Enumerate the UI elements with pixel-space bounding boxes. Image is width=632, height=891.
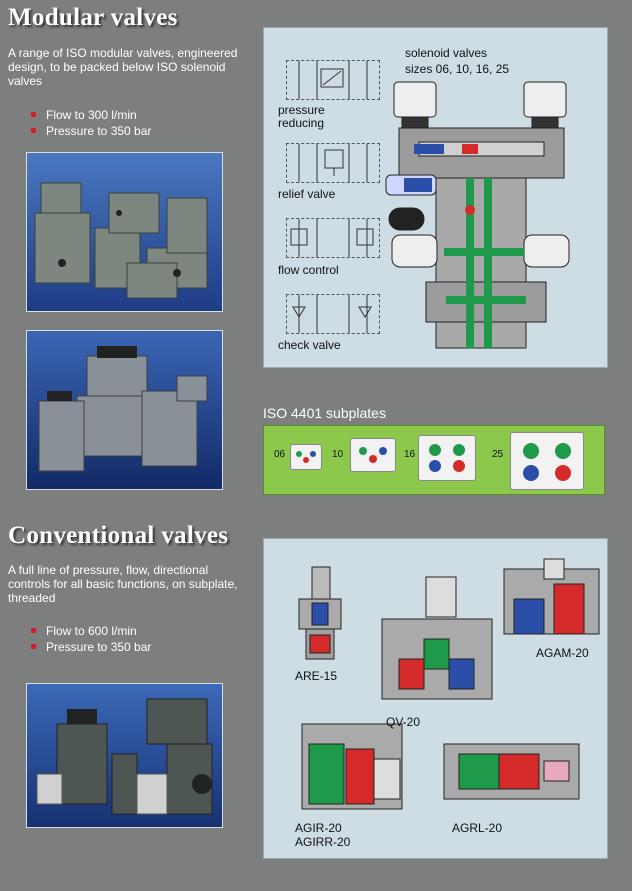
subplate-25: [510, 432, 584, 490]
model-label-qv-20: QV-20: [386, 715, 421, 729]
subplate-size-16: 16: [404, 449, 416, 460]
conventional-bullet-list: Flow to 600 l/min Pressure to 350 bar: [28, 623, 151, 655]
schematic-pressure-reducing: [286, 60, 380, 100]
schematic-label-check-valve: check valve: [278, 338, 341, 352]
modular-stack-cross-section: [374, 80, 599, 360]
solenoid-sizes-label: sizes 06, 10, 16, 25: [405, 62, 510, 76]
modular-bullet-flow: Flow to 300 l/min: [28, 107, 151, 123]
model-label-agir-20: AGIR-20: [295, 821, 342, 835]
conventional-bullet-flow: Flow to 600 l/min: [28, 623, 151, 639]
conventional-bullet-pressure: Pressure to 350 bar: [28, 639, 151, 655]
modular-valves-photo-1: [26, 152, 223, 312]
schematic-label-reducing: reducing: [278, 116, 325, 130]
subplate-10: [350, 438, 396, 472]
subplate-size-25: 25: [492, 449, 504, 460]
subplate-16: [418, 435, 476, 481]
subplates-heading: ISO 4401 subplates: [263, 405, 386, 421]
model-label-agrl-20: AGRL-20: [452, 821, 503, 835]
modular-valves-photo-2: [26, 330, 223, 490]
modular-bullet-list: Flow to 300 l/min Pressure to 350 bar: [28, 107, 151, 139]
model-label-agirr-20: AGIRR-20: [295, 835, 351, 849]
schematic-label-relief-valve: relief valve: [278, 187, 336, 201]
schematic-check-valve: [286, 294, 380, 334]
model-label-are-15: ARE-15: [295, 669, 338, 683]
subplate-size-10: 10: [332, 449, 344, 460]
subplates-panel: 06 10 16 25: [263, 425, 605, 495]
conventional-valves-cross-sections: [298, 558, 600, 810]
model-label-agam-20: AGAM-20: [536, 646, 589, 660]
schematic-relief-valve: [286, 143, 380, 183]
conventional-intro-text: A full line of pressure, flow, direction…: [8, 563, 238, 605]
solenoid-valves-label: solenoid valves: [405, 46, 488, 60]
conventional-valves-photo: [26, 683, 223, 828]
schematic-flow-control: [286, 218, 380, 258]
schematic-label-pressure: pressure: [278, 103, 325, 117]
subplate-06: [290, 444, 322, 470]
schematic-label-flow-control: flow control: [278, 263, 339, 277]
modular-valves-diagram-panel: solenoid valves sizes 06, 10, 16, 25 pre…: [263, 27, 608, 368]
modular-bullet-pressure: Pressure to 350 bar: [28, 123, 151, 139]
subplate-size-06: 06: [274, 449, 286, 460]
modular-valves-heading: Modular valves: [8, 4, 178, 31]
conventional-valves-diagram-panel: ARE-15 QV-20 AGAM-20 AGIR-20 AGIRR-20 AG…: [263, 538, 608, 859]
conventional-valves-heading: Conventional valves: [8, 522, 229, 549]
modular-intro-text: A range of ISO modular valves, engineere…: [8, 46, 238, 88]
